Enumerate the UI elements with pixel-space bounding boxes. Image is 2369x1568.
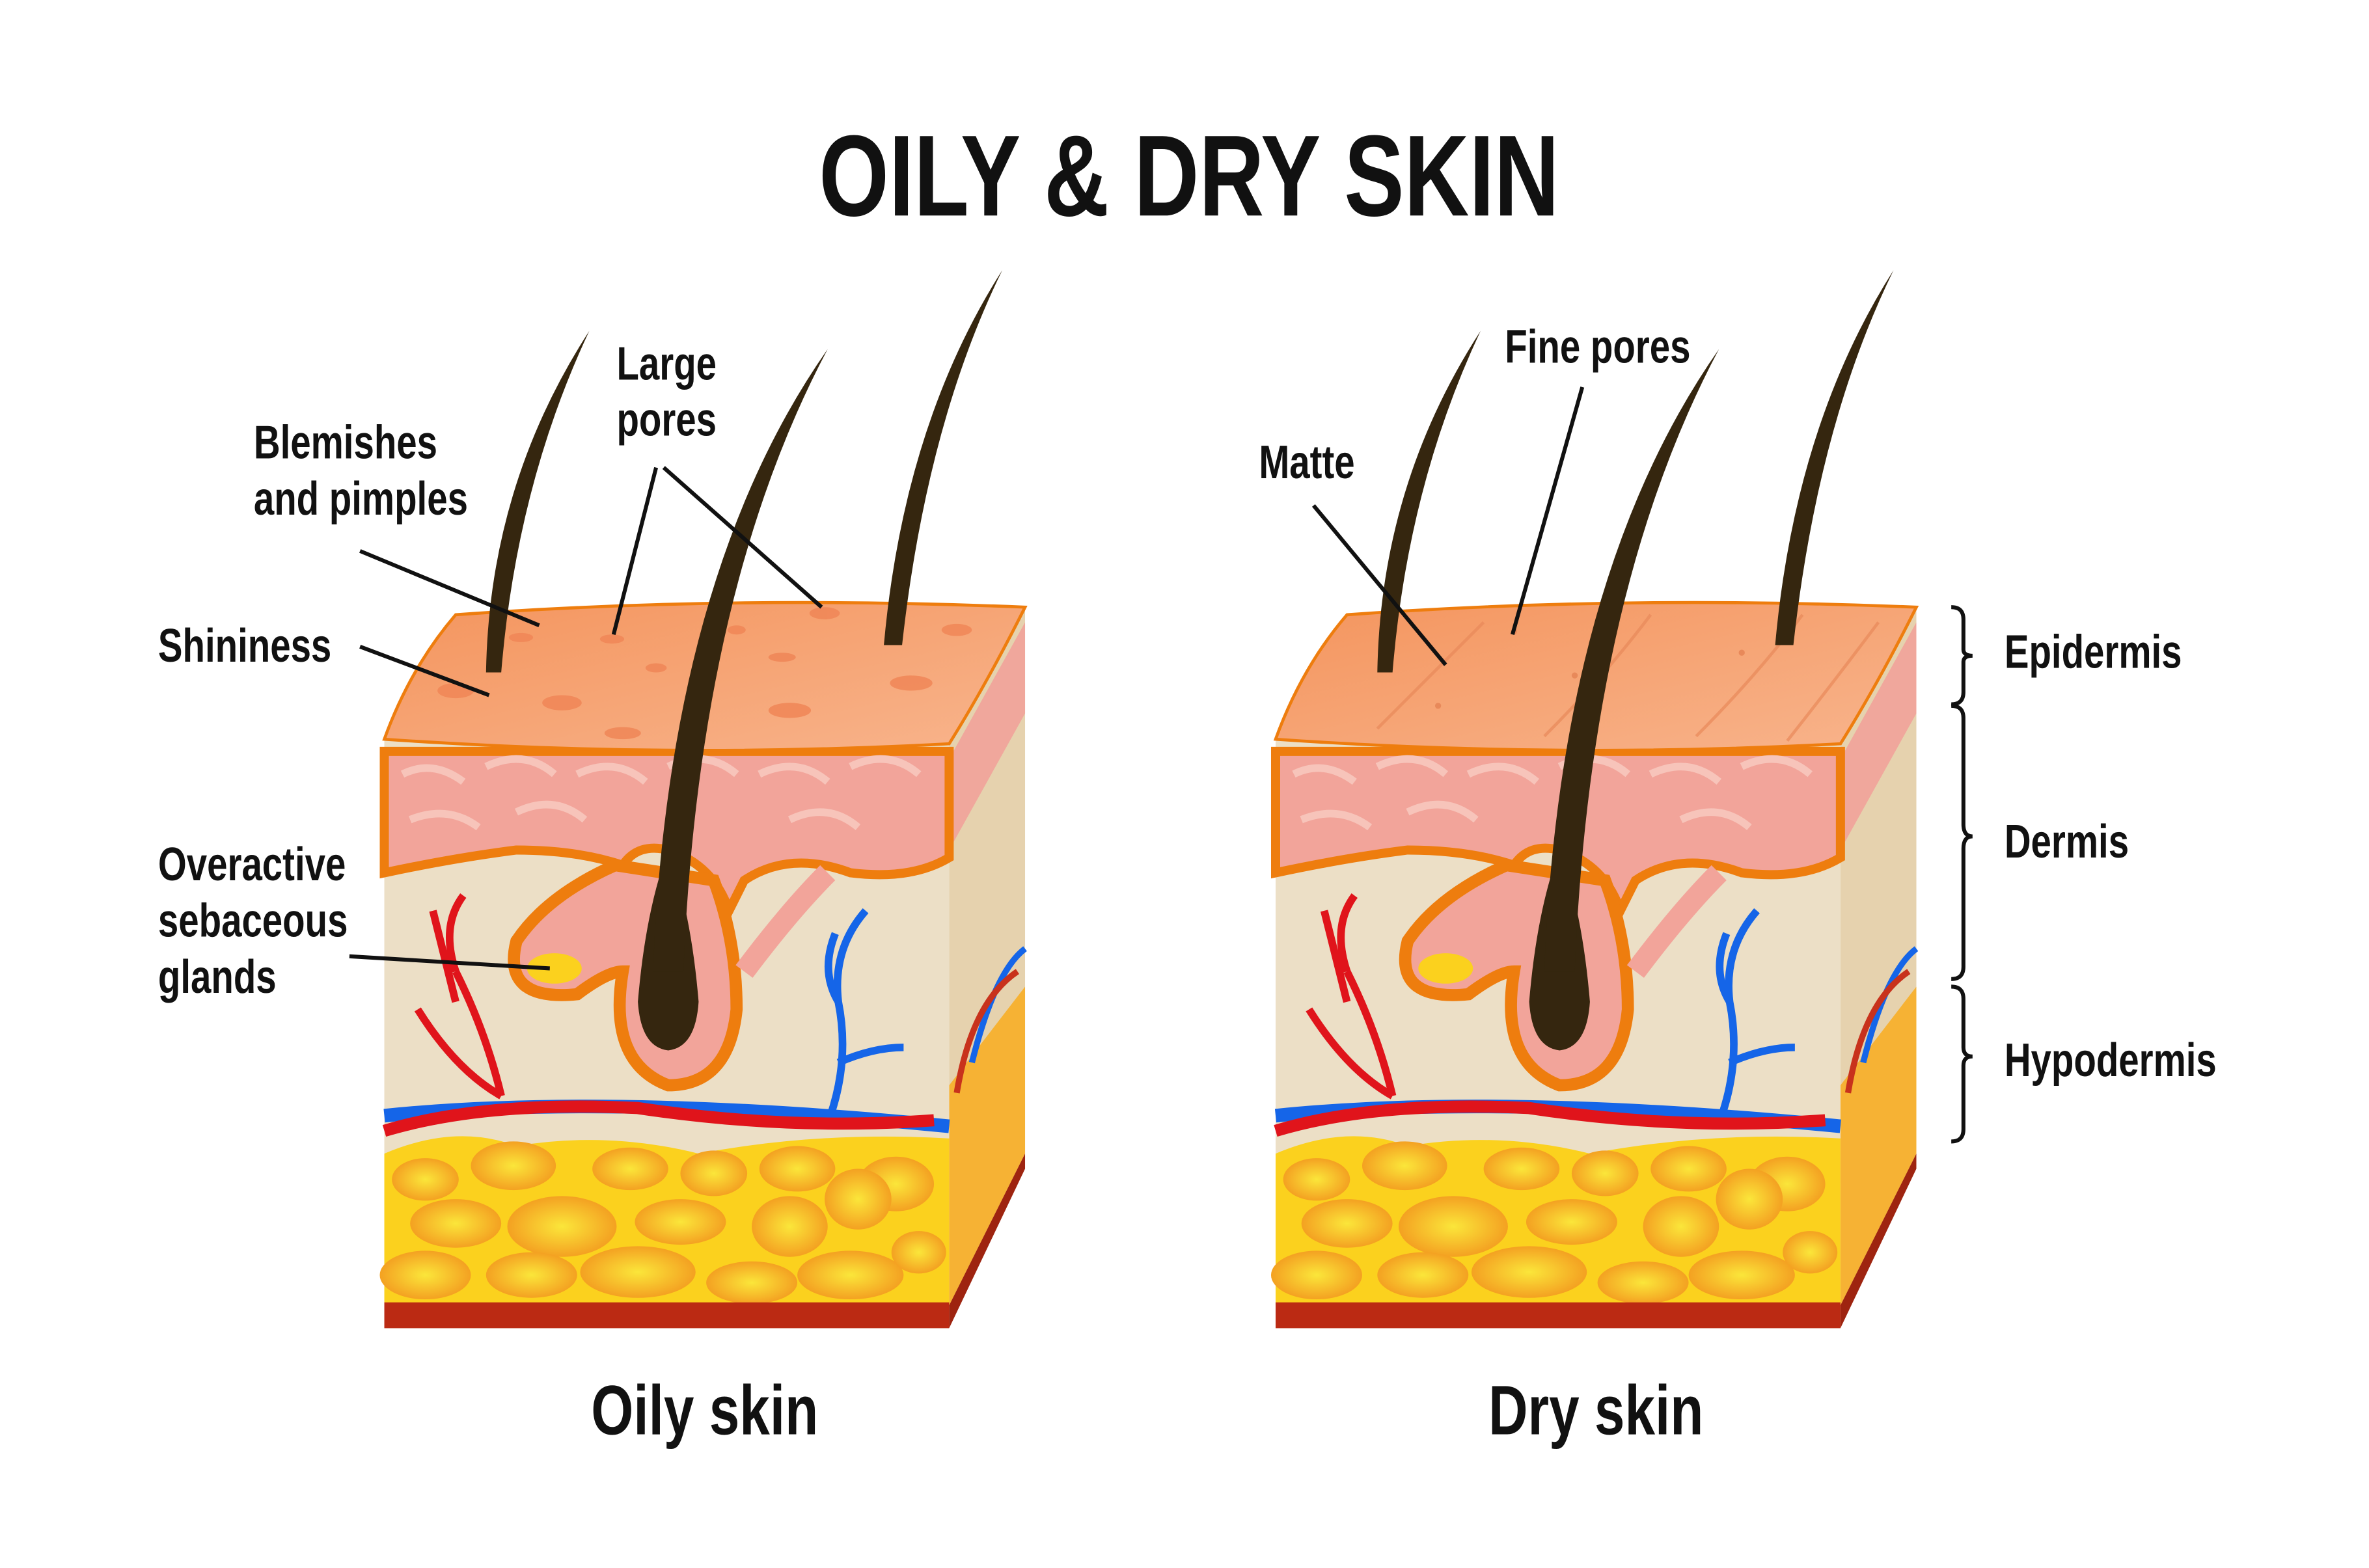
dry-skin-block <box>1271 270 1917 1328</box>
caption-oily-skin: Oily skin <box>591 1372 818 1450</box>
dry-leader-lines <box>1311 386 1585 666</box>
layer-braces <box>1951 605 1973 1144</box>
pores <box>437 607 972 740</box>
layer-dermis: Dermis <box>2005 815 2129 867</box>
hair <box>486 331 590 673</box>
label-matte: Matte <box>1259 435 1354 488</box>
label-blemishes: Blemishes <box>254 416 437 468</box>
hair <box>1544 349 1719 972</box>
oily-leader-lines <box>349 466 823 971</box>
label-glands-2: sebaceous <box>158 894 348 947</box>
label-shininess: Shininess <box>158 619 331 671</box>
oily-skin-block <box>380 270 1026 1328</box>
label-glands-3: glands <box>158 950 277 1003</box>
label-large-pores-2: pores <box>616 393 717 446</box>
caption-dry-skin: Dry skin <box>1488 1372 1703 1450</box>
hair <box>884 270 1003 645</box>
label-large-pores: Large <box>616 336 717 389</box>
label-glands: Overactive <box>158 837 346 890</box>
layer-hypodermis: Hypodermis <box>2005 1033 2217 1086</box>
layer-epidermis: Epidermis <box>2005 625 2182 678</box>
label-blemishes-2: and pimples <box>254 472 468 524</box>
main-title: OILY & DRY SKIN <box>819 111 1559 240</box>
label-fine-pores: Fine pores <box>1505 320 1690 373</box>
hair <box>1377 331 1481 673</box>
hair <box>653 349 828 972</box>
hair <box>1775 270 1894 645</box>
